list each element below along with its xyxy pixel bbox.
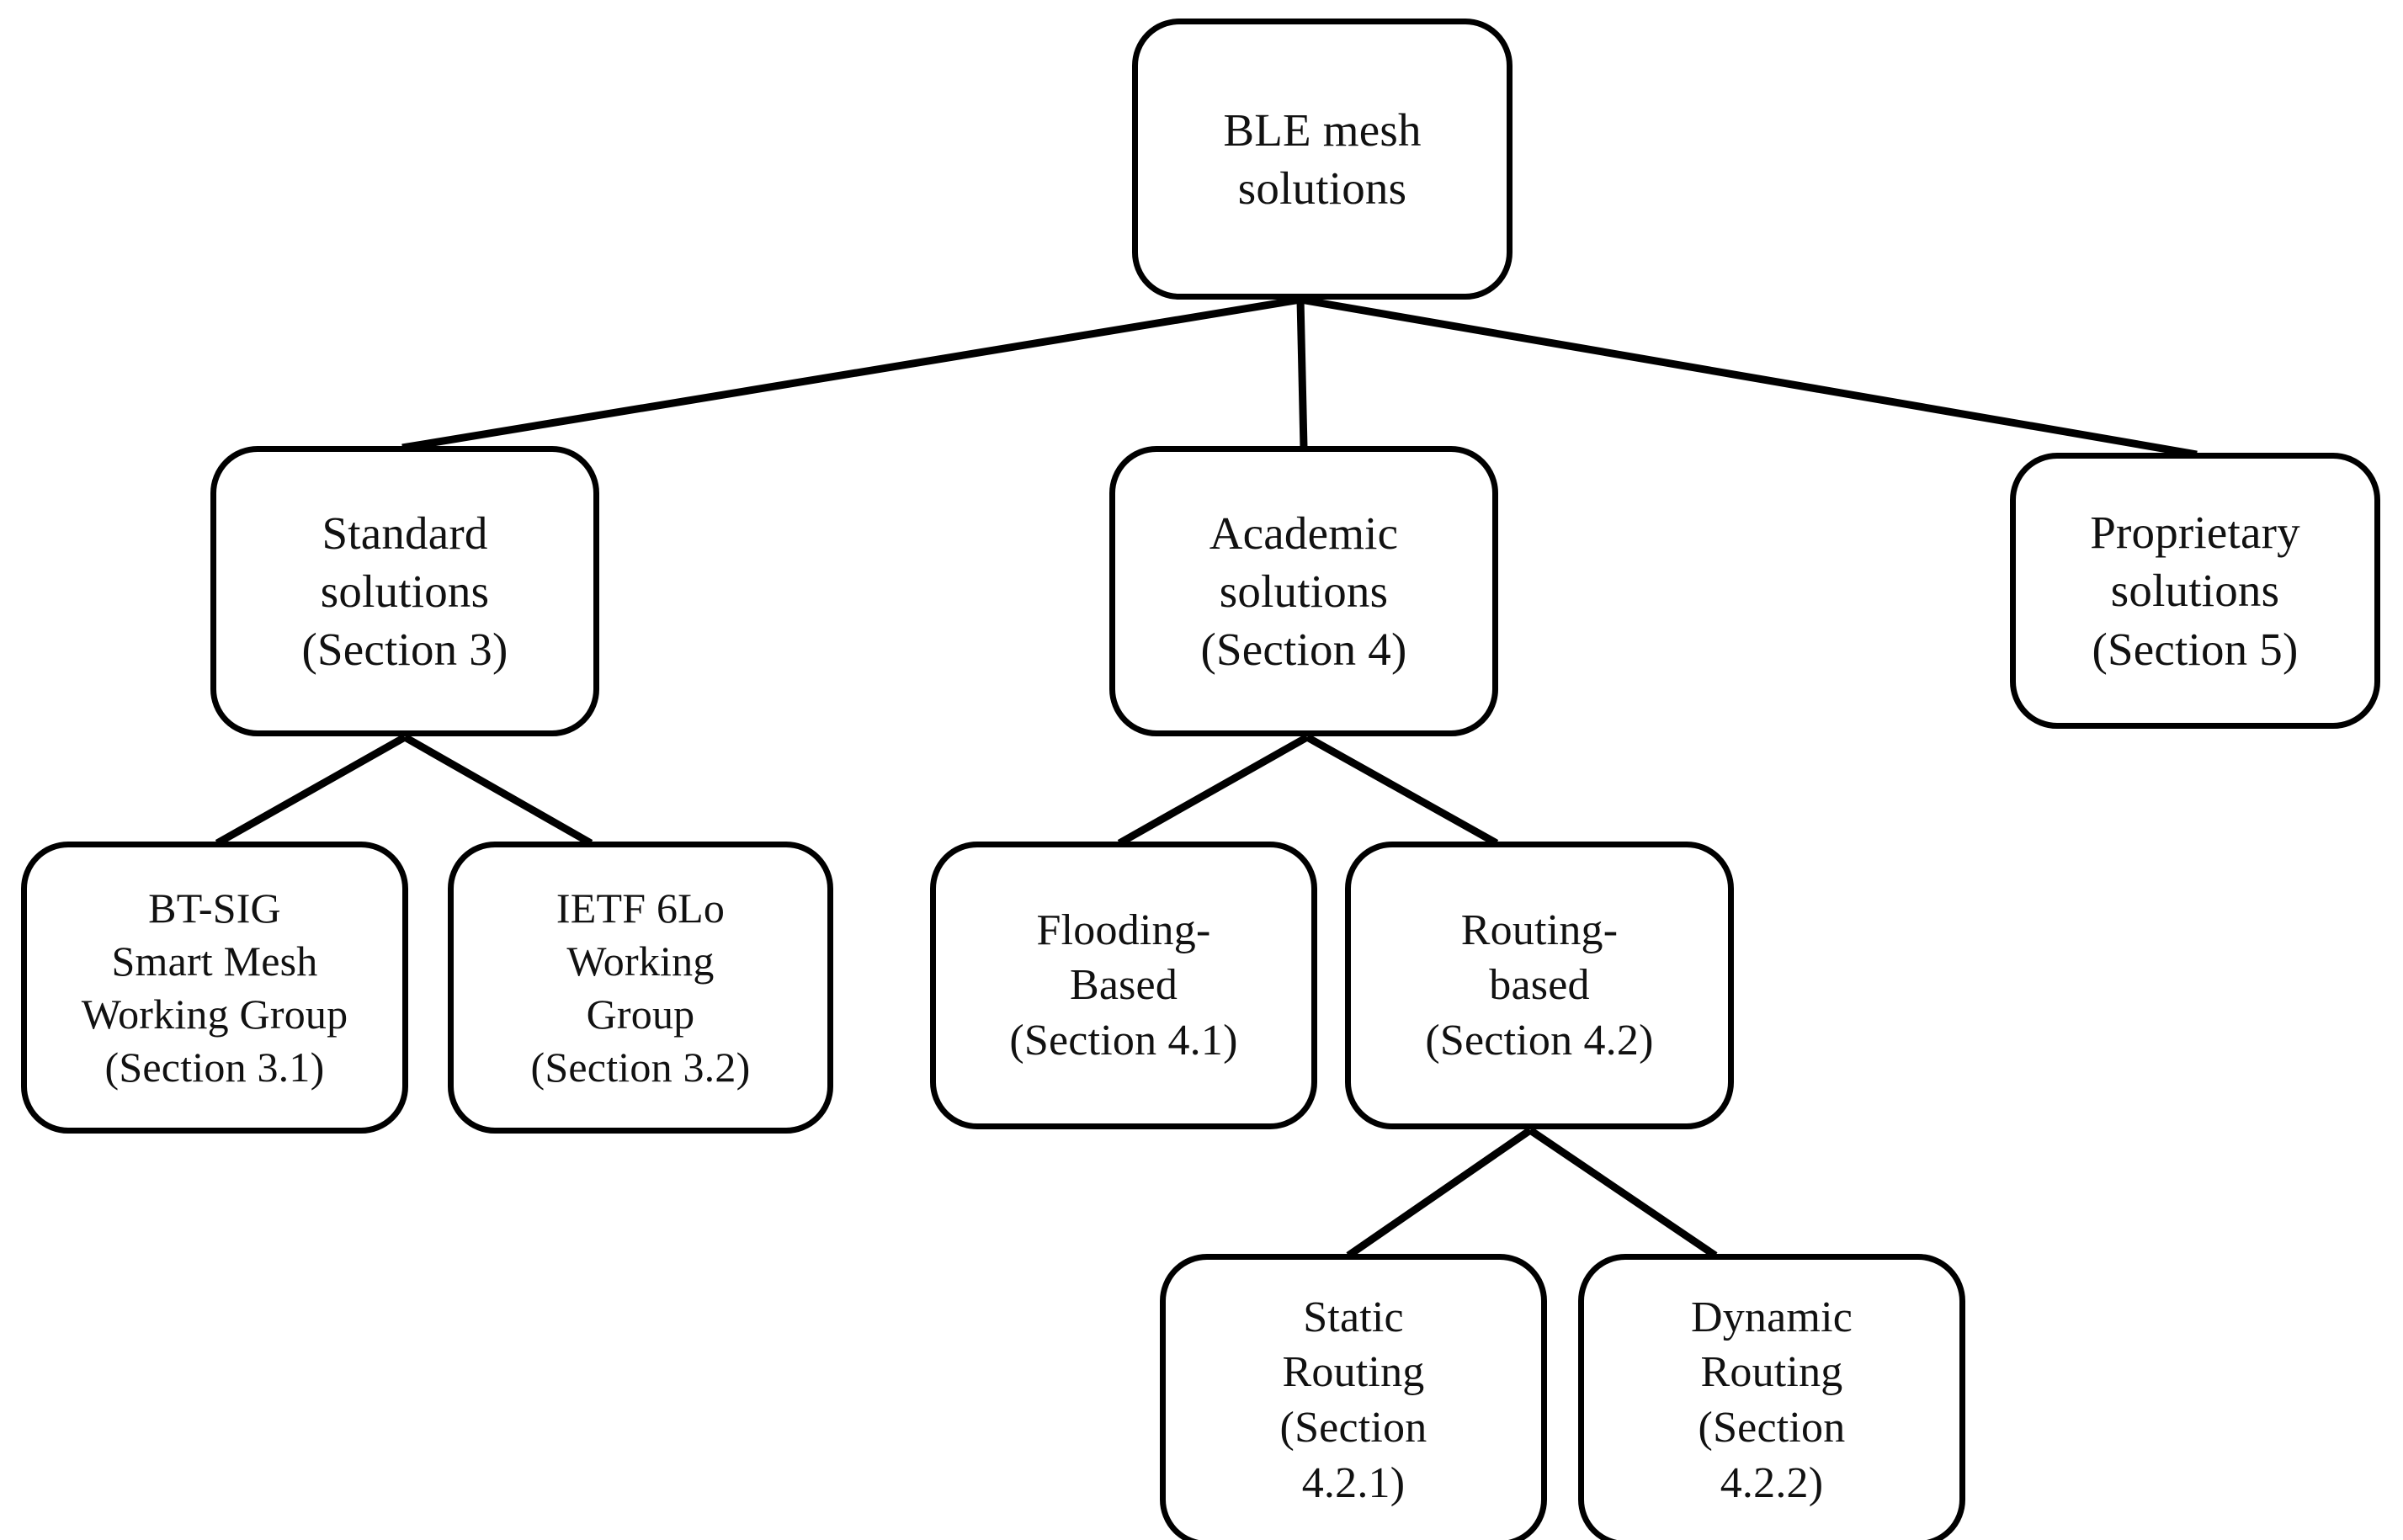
node-label: Academic solutions (Section 4)	[1200, 507, 1407, 676]
node-label: BLE mesh solutions	[1223, 104, 1422, 214]
node-flooding-based[interactable]: Flooding- Based (Section 4.1)	[930, 842, 1317, 1129]
node-label: Routing- based (Section 4.2)	[1425, 905, 1654, 1065]
node-routing-based[interactable]: Routing- based (Section 4.2)	[1345, 842, 1734, 1129]
edge-standard-ietf	[402, 734, 593, 847]
node-label: Flooding- Based (Section 4.1)	[1009, 905, 1238, 1065]
node-dynamic-routing[interactable]: Dynamic Routing (Section 4.2.2)	[1578, 1254, 1965, 1540]
edge-academic-flooding	[1117, 734, 1310, 847]
node-ietf-6lo-working-group[interactable]: IETF 6Lo Working Group (Section 3.2)	[448, 842, 833, 1134]
edge-routing-dynamic	[1528, 1127, 1718, 1259]
node-academic-solutions[interactable]: Academic solutions (Section 4)	[1109, 446, 1498, 736]
edge-academic-routing	[1305, 734, 1499, 847]
node-label: Proprietary solutions (Section 5)	[2090, 507, 2300, 675]
node-standard-solutions[interactable]: Standard solutions (Section 3)	[210, 446, 599, 736]
node-label: Standard solutions (Section 3)	[301, 507, 508, 676]
node-label: BT-SIG Smart Mesh Working Group (Section…	[81, 884, 348, 1091]
node-proprietary-solutions[interactable]: Proprietary solutions (Section 5)	[2010, 453, 2380, 729]
edge-routing-static	[1346, 1127, 1533, 1259]
node-static-routing[interactable]: Static Routing (Section 4.2.1)	[1160, 1254, 1547, 1540]
edge-root-standard	[401, 295, 1301, 452]
node-bt-sig-smart-mesh-working-group[interactable]: BT-SIG Smart Mesh Working Group (Section…	[21, 842, 408, 1134]
node-label: Static Routing (Section 4.2.1)	[1279, 1293, 1427, 1507]
edge-root-proprietary	[1300, 295, 2198, 459]
edge-standard-btsig	[215, 734, 407, 847]
node-label: IETF 6Lo Working Group (Section 3.2)	[530, 884, 751, 1091]
node-label: Dynamic Routing (Section 4.2.2)	[1690, 1293, 1853, 1507]
edge-root-academic	[1296, 299, 1308, 449]
node-ble-mesh-solutions[interactable]: BLE mesh solutions	[1132, 19, 1513, 300]
